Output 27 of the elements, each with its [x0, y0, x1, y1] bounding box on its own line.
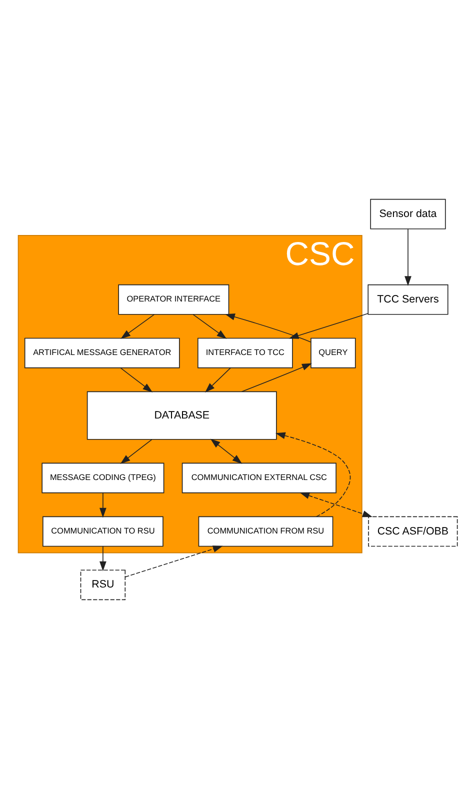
arrow [275, 432, 351, 516]
node-box: INTERFACE TO TCC [198, 337, 293, 368]
node-box: OPERATOR INTERFACE [118, 284, 230, 314]
arrow [210, 438, 242, 464]
node-box: DATABASE [86, 390, 277, 440]
arrow [120, 438, 152, 464]
node-box: QUERY [310, 337, 356, 368]
node-box: Sensor data [370, 198, 446, 229]
node-box: COMMUNICATION EXTERNAL CSC [182, 462, 336, 493]
arrow [241, 362, 312, 392]
arrow [404, 228, 412, 286]
node-box: COMMUNICATION TO RSU [42, 516, 164, 546]
arrow [225, 313, 312, 342]
node-box: MESSAGE CODING (TPEG) [42, 462, 164, 493]
arrow [300, 492, 372, 517]
arrow [192, 314, 227, 338]
node-box: TCC Servers [368, 284, 448, 314]
node-box: ARTIFICAL MESSAGE GENERATOR [24, 337, 180, 368]
arrow [120, 367, 153, 392]
arrow [99, 492, 106, 518]
arrow [99, 546, 106, 571]
node-box: COMMUNICATION FROM RSU [198, 516, 334, 546]
node-box: CSC ASF/OBB [368, 516, 458, 546]
arrow [120, 314, 155, 338]
arrow [124, 545, 223, 577]
node-box: RSU [80, 569, 126, 600]
arrow [205, 367, 231, 392]
